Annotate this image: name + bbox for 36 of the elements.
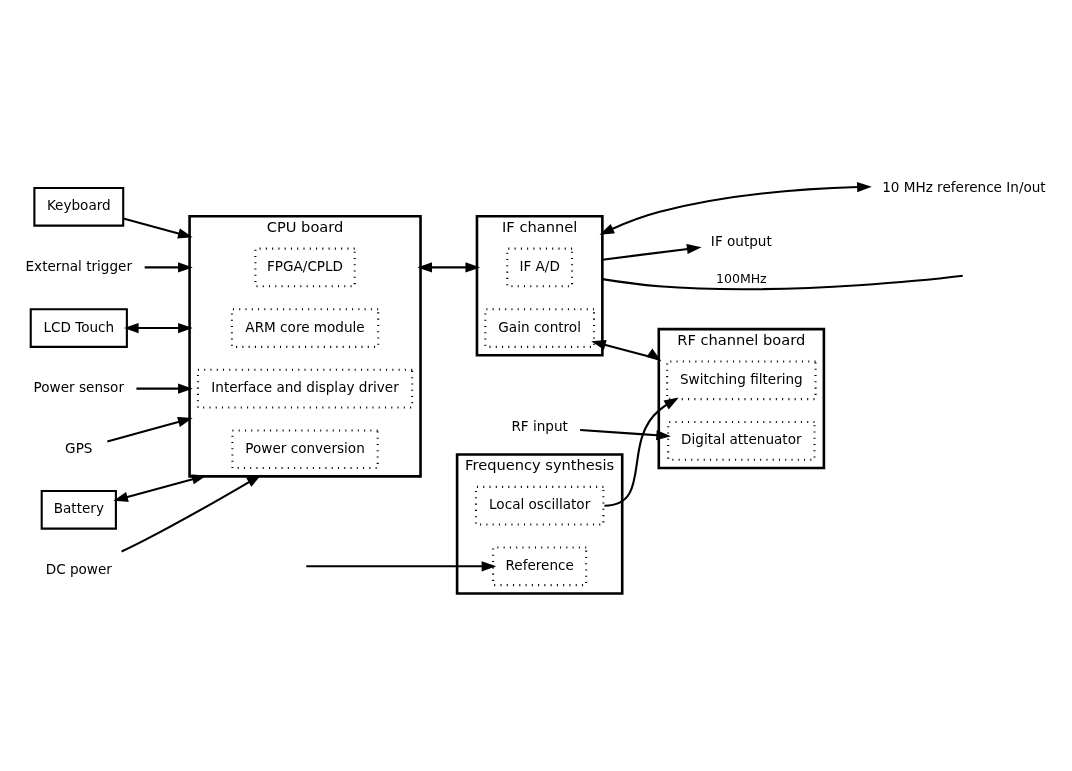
node-text: DC power: [45, 561, 112, 578]
arrow: [417, 262, 481, 273]
arrow: [123, 322, 193, 334]
arrow: [604, 397, 679, 507]
node-text: 10 MHz reference In/out: [882, 178, 1046, 195]
arrow: [121, 474, 262, 553]
node-box: Power conversion: [231, 429, 379, 470]
node-box: Interface and display driver: [196, 368, 414, 409]
arrow: [591, 339, 662, 362]
node-box: Switching filtering: [666, 360, 817, 401]
node-text: External trigger: [25, 257, 133, 274]
arrow: [136, 383, 193, 394]
node-text: IF output: [710, 232, 772, 249]
arrow: [113, 474, 207, 502]
node-box: Reference: [492, 546, 588, 587]
node-box: Gain control: [484, 308, 596, 348]
arrow: [123, 217, 193, 239]
arrow: [306, 561, 497, 572]
node-text: GPS: [65, 439, 93, 456]
node-box: Local oscillator: [474, 485, 605, 526]
node-box: IF A/D: [506, 247, 574, 288]
node-text: RF input: [511, 417, 568, 434]
arrow: [107, 417, 193, 443]
edge-label: 100MHz: [715, 270, 767, 286]
node-box: Battery: [40, 490, 117, 530]
node-box: ARM core module: [230, 308, 380, 348]
arrow: [599, 181, 872, 235]
node-box: LCD Touch: [29, 308, 128, 348]
node-box: Keyboard: [33, 186, 125, 227]
arrow: [144, 262, 193, 273]
node-box: Digital attenuator: [667, 421, 816, 461]
node-text: Power sensor: [33, 379, 124, 396]
arrow: [580, 428, 671, 441]
node-box: FPGA/CPLD: [254, 247, 356, 288]
arrow: [602, 243, 702, 261]
connector: [602, 274, 963, 291]
